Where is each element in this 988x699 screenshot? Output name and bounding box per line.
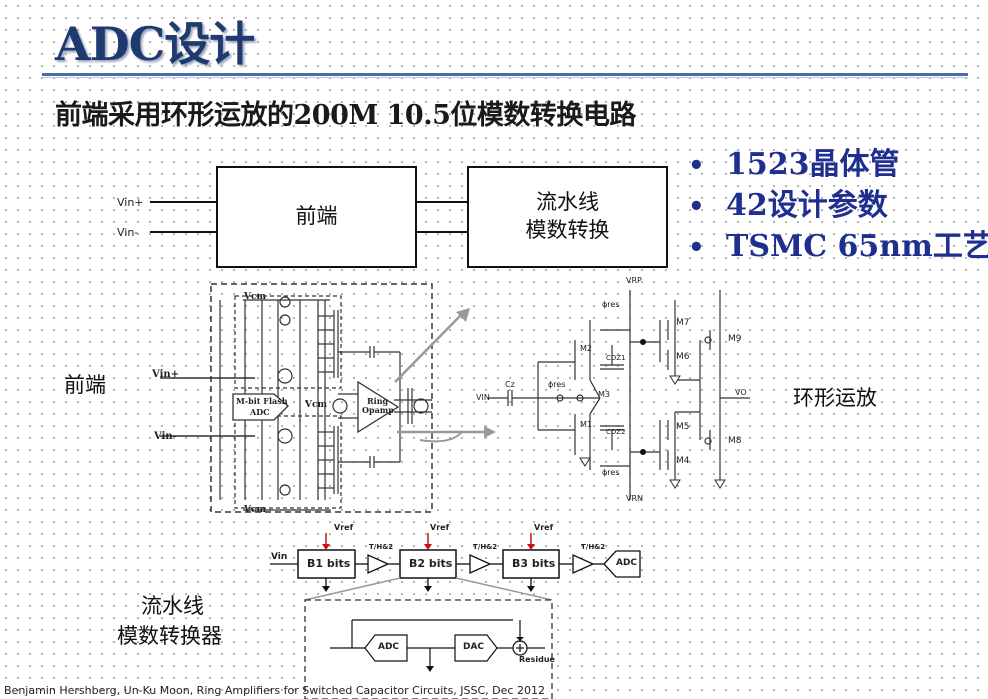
m9-label: M9 xyxy=(728,334,742,344)
residue-label: Residue xyxy=(519,655,555,664)
m4-label: M4 xyxy=(676,456,690,466)
cdz1-label: CDZ1 xyxy=(606,354,626,362)
vrp-label: VRP xyxy=(626,276,642,285)
feature-text: 1523晶体管 xyxy=(726,147,900,182)
m7-label: M7 xyxy=(676,318,690,328)
phi-res-top-label: ϕres xyxy=(602,300,620,309)
stage-3-label: B3 bits xyxy=(512,557,556,570)
stage-1-label: B1 bits xyxy=(307,557,351,570)
pipeline-adc-label-2: 模数转换器 xyxy=(117,624,222,648)
ring-opamp-symbol-label-2: Opamp xyxy=(362,405,394,415)
m6-label: M6 xyxy=(676,352,690,362)
bullet-icon: • xyxy=(688,151,705,181)
pipeline-adc-label-1: 流水线 xyxy=(141,594,204,618)
flash-adc-label-2: ADC xyxy=(250,407,270,417)
bullet-icon: • xyxy=(688,192,705,222)
pipeline-block: 流水线 模数转换 xyxy=(467,166,668,268)
feature-text: TSMC 65nm工艺 xyxy=(726,229,988,264)
flash-adc-label-1: M-bit Flash xyxy=(236,396,288,406)
page-title: ADC设计 xyxy=(55,17,255,71)
m3-label: M3 xyxy=(598,390,610,399)
m8-label: M8 xyxy=(728,436,742,446)
stage-2-label: B2 bits xyxy=(409,557,453,570)
cdz2-label: CDZ2 xyxy=(606,428,626,436)
vref-label-1: Vref xyxy=(334,523,354,532)
pipeline-block-label-1: 流水线 xyxy=(536,190,599,214)
feature-list: • 1523晶体管 • 42设计参数 • TSMC 65nm工艺 xyxy=(688,146,988,269)
vcm-bottom-label: Vcm xyxy=(244,505,266,515)
vcm-mid-label: Vcm xyxy=(305,400,327,410)
ring-opamp-symbol-label-1: Ring xyxy=(367,396,389,406)
schematic-vin-neg-label: Vin- xyxy=(154,431,177,442)
title-underline xyxy=(42,73,968,76)
th-label-3: T/H&2 xyxy=(581,543,606,551)
m5-label: M5 xyxy=(676,422,690,432)
vcm-top-label: Vcm xyxy=(244,292,266,302)
vin-opamp-label: VIN xyxy=(476,393,490,402)
feature-item: • TSMC 65nm工艺 xyxy=(688,228,988,269)
reference-citation: Benjamin Hershberg, Un-Ku Moon, Ring Amp… xyxy=(4,684,545,697)
bullet-icon: • xyxy=(688,233,705,263)
feature-text: 42设计参数 xyxy=(726,188,888,223)
phi-res-bottom-label: ϕres xyxy=(602,468,620,477)
vrn-label: VRN xyxy=(626,494,644,503)
pipeline-block-label-2: 模数转换 xyxy=(525,218,610,242)
vref-label-2: Vref xyxy=(430,523,450,532)
final-adc-label: ADC xyxy=(616,558,638,568)
feature-item: • 42设计参数 xyxy=(688,187,988,228)
feature-item: • 1523晶体管 xyxy=(688,146,988,187)
vref-label-3: Vref xyxy=(534,523,554,532)
phi-res-mid-label: ϕres xyxy=(548,380,566,389)
vo-label: VO xyxy=(735,388,747,397)
detail-adc-label: ADC xyxy=(378,642,400,652)
front-end-block-label: 前端 xyxy=(295,204,338,228)
cz-label: Cz xyxy=(505,380,515,389)
m2-label: M2 xyxy=(580,344,592,353)
m1-label: M1 xyxy=(580,420,592,429)
pipeline-vin-label: Vin xyxy=(271,552,288,562)
front-end-label: 前端 xyxy=(64,373,106,397)
page-subtitle: 前端采用环形运放的200M 10.5位模数转换电路 xyxy=(55,100,636,131)
vin-neg-label: Vin- xyxy=(117,226,139,239)
schematic-vin-pos-label: Vin+ xyxy=(152,369,180,380)
ring-opamp-label: 环形运放 xyxy=(793,386,877,410)
vin-pos-label: Vin+ xyxy=(117,196,144,209)
th-label-2: T/H&2 xyxy=(473,543,498,551)
front-end-block: 前端 xyxy=(216,166,417,268)
detail-dac-label: DAC xyxy=(463,642,485,652)
title-underline-light xyxy=(42,77,968,78)
th-label-1: T/H&2 xyxy=(369,543,394,551)
